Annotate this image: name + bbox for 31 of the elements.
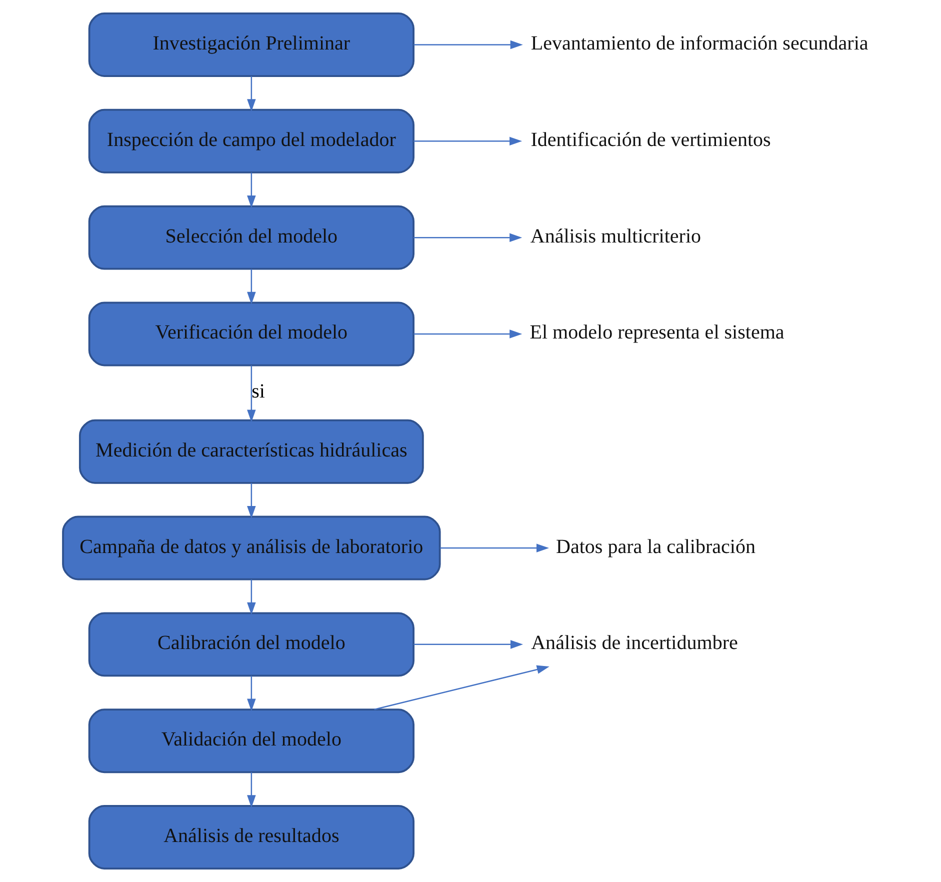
node-box: Inspección de campo del modelador bbox=[88, 108, 414, 174]
arrow bbox=[414, 136, 522, 146]
arrow bbox=[247, 483, 256, 518]
arrow bbox=[414, 640, 524, 649]
node-text: El modelo representa el sistema bbox=[530, 322, 784, 344]
arrow bbox=[440, 544, 550, 552]
arrow bbox=[247, 365, 256, 422]
node-text: Identificación de vertimientos bbox=[530, 128, 771, 151]
node-box: Campaña de datos y análisis de laboratorio bbox=[62, 516, 441, 580]
arrow bbox=[247, 772, 256, 808]
node-box: Análisis de resultados bbox=[88, 804, 414, 870]
node-box: Verificación del modelo bbox=[88, 302, 414, 366]
arrow bbox=[247, 676, 256, 712]
arrow bbox=[414, 330, 522, 338]
arrow bbox=[374, 665, 550, 710]
node-text: Datos para la calibración bbox=[556, 536, 756, 558]
arrow bbox=[247, 580, 256, 615]
arrow bbox=[247, 269, 256, 304]
arrow bbox=[414, 233, 522, 242]
node-text: Levantamiento de información secundaria bbox=[530, 32, 868, 55]
node-box: Investigación Preliminar bbox=[88, 12, 414, 77]
node-box: Medición de características hidráulicas bbox=[78, 419, 424, 484]
node-text: Análisis multicriterio bbox=[530, 225, 702, 248]
arrow bbox=[247, 76, 256, 112]
edge-label: si bbox=[252, 380, 265, 403]
node-text: Análisis de incertidumbre bbox=[531, 632, 738, 654]
node-box: Calibración del modelo bbox=[88, 612, 414, 677]
arrow bbox=[247, 172, 256, 208]
arrow bbox=[414, 40, 523, 50]
node-box: Validación del modelo bbox=[88, 708, 414, 774]
node-box: Selección del modelo bbox=[88, 205, 414, 270]
